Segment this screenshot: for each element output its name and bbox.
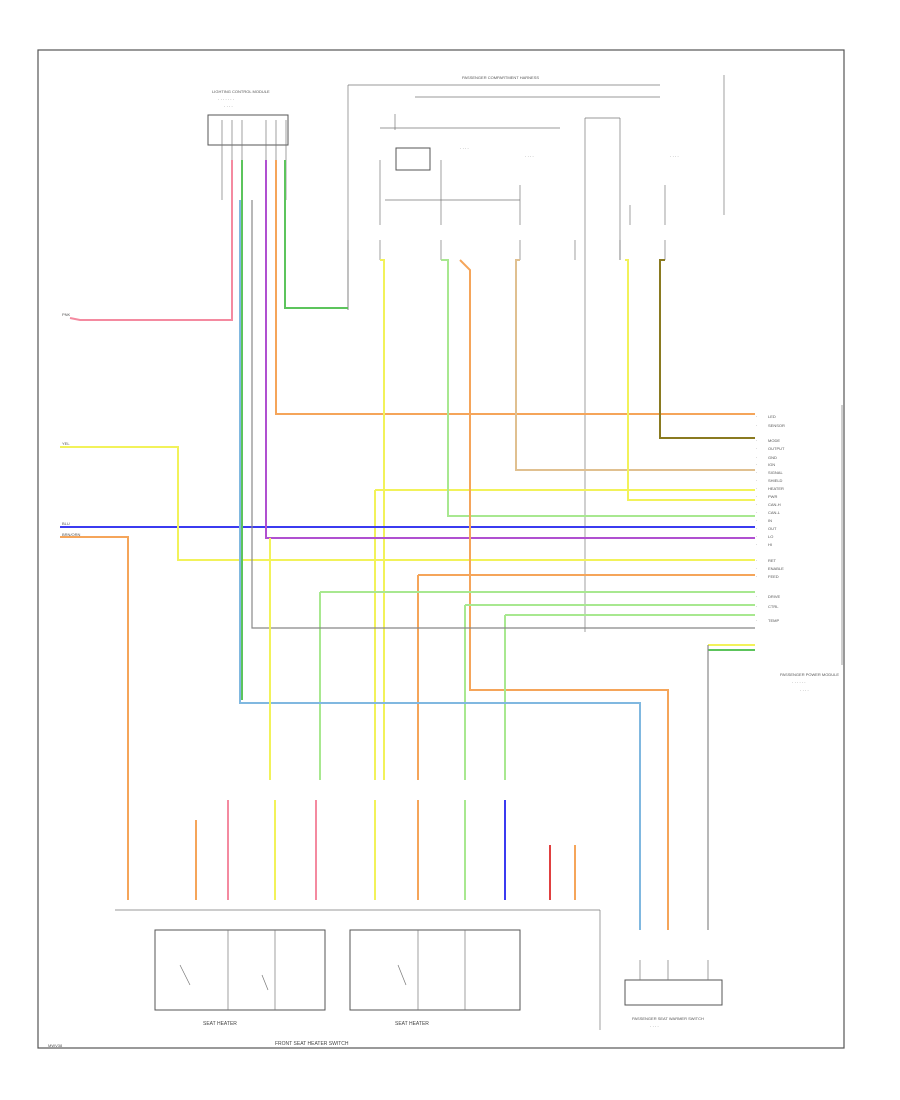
ecu-pin-number: ·	[756, 594, 757, 599]
colored-wires	[60, 160, 755, 930]
ecu-pin-number: ·	[756, 526, 757, 531]
left-wire-labels: PNK YEL BLU BRN/ORN	[62, 312, 81, 537]
ecu-pin-label: SHIELD	[768, 478, 783, 483]
ecu-pin-number: ·	[756, 518, 757, 523]
ecu-pin-number: ·	[756, 446, 757, 451]
ecu-pin-number: ·	[756, 462, 757, 467]
ecu-pin-number: ·	[756, 423, 757, 428]
ecu-pin-number: ·	[756, 566, 757, 571]
svg-text:· · · ·: · · · ·	[670, 154, 679, 159]
ecu-pin-number: ·	[756, 542, 757, 547]
mid-switch-label: SEAT HEATER	[395, 1021, 429, 1027]
module-label: LIGHTING CONTROL MODULE	[212, 89, 270, 94]
harness-header: PASSENGER COMPARTMENT HARNESS	[347, 75, 725, 632]
left-wire-label: PNK	[62, 312, 71, 317]
ecu-pin-label: PWR	[768, 494, 777, 499]
ecu-pin-number: ·	[756, 574, 757, 579]
footer-code: MWV38	[48, 1043, 63, 1048]
ecu-label: PASSENGER POWER MODULE	[780, 672, 839, 677]
left-wire-label: YEL	[62, 441, 70, 446]
ecu-pin-number: ·	[756, 438, 757, 443]
svg-text:· · · ·: · · · ·	[525, 154, 534, 159]
passenger-power-module: PASSENGER POWER MODULE · · · · · · · · ·…	[780, 405, 843, 693]
ecu-pin-number: ·	[756, 558, 757, 563]
ecu-pin-number: ·	[756, 502, 757, 507]
svg-text:· · · · · ·: · · · · · ·	[792, 680, 806, 685]
svg-text:· · · · · · ·: · · · · · · ·	[218, 97, 234, 102]
ecu-pin-number: ·	[756, 510, 757, 515]
ecu-pin-label: FEED	[768, 574, 779, 579]
left-seat-heater-switch: SEAT HEATER	[154, 929, 326, 1027]
svg-text:· · · ·: · · · ·	[224, 104, 233, 109]
svg-text:· · · ·: · · · ·	[650, 1024, 659, 1029]
ecu-pin-label: HEATER	[768, 486, 784, 491]
ecu-pin-number: ·	[756, 478, 757, 483]
ecu-pin-number: ·	[756, 470, 757, 475]
ecu-pin-label: CTRL	[768, 604, 779, 609]
ecu-pin-label: LO	[768, 534, 773, 539]
right-seat-warmer: PASSENGER SEAT WARMER SWITCH · · · ·	[624, 960, 723, 1029]
ecu-pin-label: RET	[768, 558, 777, 563]
ecu-pin-label: HI	[768, 542, 772, 547]
ecu-pin-label: MODE	[768, 438, 780, 443]
top-relay-switches: · · · · · · · · · · · ·	[379, 146, 679, 225]
ecu-pin-label: CAN-H	[768, 502, 781, 507]
svg-text:· · · ·: · · · ·	[800, 688, 809, 693]
ecu-pin-number: ·	[756, 414, 757, 419]
ecu-pin-number: ·	[756, 494, 757, 499]
ecu-pin-label: SIGNAL	[768, 470, 783, 475]
right-sub-label: PASSENGER SEAT WARMER SWITCH	[632, 1016, 704, 1021]
ecu-pin-number: ·	[756, 486, 757, 491]
ecu-pin-label: CAN-L	[768, 510, 781, 515]
ecu-pin-label: SENSOR	[768, 423, 785, 428]
ecu-pin-label: ENABLE	[768, 566, 784, 571]
left-wire-label: BRN/ORN	[62, 532, 81, 537]
bottom-bus	[115, 909, 601, 1030]
ecu-pin-number: ·	[756, 455, 757, 460]
ecu-pin-label: GND	[768, 455, 777, 460]
ecu-pin-label: OUT	[768, 526, 777, 531]
ecu-pin-number: ·	[756, 618, 757, 623]
ecu-pin-list: LED · SENSOR · MODE · OUTPUT · GND · IGN · SIGNAL · SH…	[756, 414, 785, 623]
harness-label: PASSENGER COMPARTMENT HARNESS	[462, 75, 539, 80]
ecu-pin-label: IGN	[768, 462, 775, 467]
ecu-pin-number: ·	[756, 604, 757, 609]
ecu-pin-number: ·	[756, 534, 757, 539]
ecu-pin-label: TEMP	[768, 618, 779, 623]
ecu-pin-label: LED	[768, 414, 776, 419]
diagram-frame	[37, 49, 845, 1049]
ecu-pin-label: IN	[768, 518, 772, 523]
ecu-pin-label: DRIVE	[768, 594, 781, 599]
top-wire-drops	[347, 240, 666, 310]
svg-text:· · · ·: · · · ·	[460, 146, 469, 151]
left-wire-label: BLU	[62, 521, 70, 526]
mid-seat-heater-switch: SEAT HEATER	[349, 929, 521, 1027]
bottom-title: FRONT SEAT HEATER SWITCH	[275, 1041, 349, 1047]
left-switch-label: SEAT HEATER	[203, 1021, 237, 1027]
ecu-pin-label: OUTPUT	[768, 446, 785, 451]
